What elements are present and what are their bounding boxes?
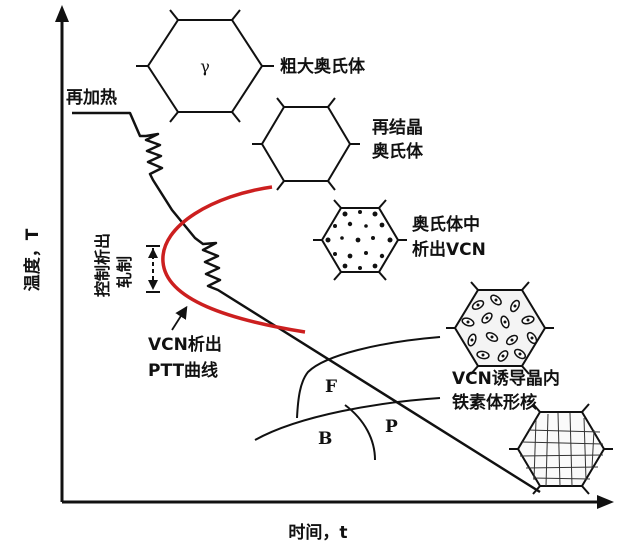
vcn-ferrite-label-line2: 铁素体形核 [452,392,537,413]
bainite-start-curve [254,397,441,441]
bracket-top-arrow-icon [148,248,158,258]
controlled-rolling-col2: 轧制 [115,256,134,288]
ptt-label-line2: PTT曲线 [148,360,218,381]
x-axis-arrow-icon [597,495,614,509]
ptt-label-arrow [171,305,188,331]
coarse-austenite-label: 粗大奥氏体 [280,56,366,77]
recrystallized-austenite-hexagon [252,97,360,191]
vcn-ferrite-label-line1: VCN诱导晶内 [452,368,560,389]
ptt-curve [161,185,306,334]
reheat-label: 再加热 [66,87,117,108]
coarse-austenite-hexagon [136,9,274,123]
process-path [72,111,541,494]
ferrite-start-curve [296,336,441,419]
vcn-precip-label-line2: 析出VCN [412,239,486,260]
pearlite-finish-curve [344,404,376,461]
bracket-bottom-arrow-icon [148,280,158,290]
recrystallized-label-line2: 奥氏体 [372,141,424,162]
y-axis-arrow-icon [55,5,69,22]
gamma-symbol: γ [200,57,210,76]
vcn-precipitation-hexagon [313,199,407,281]
phase-F-label: F [325,377,337,397]
recrystallized-label-line1: 再结晶 [372,117,423,138]
x-axis-label: 时间，t [288,522,347,543]
y-axis-label: 温度，T [22,228,43,291]
ptt-label-line1: VCN析出 [148,334,222,355]
vcn-precip-label-line1: 奥氏体中 [412,214,480,235]
phase-P-label: P [385,417,398,437]
intragranular-ferrite-hexagon [446,281,554,375]
controlled-rolling-col1: 控制析出 [93,233,112,297]
phase-B-label: B [318,429,332,449]
fine-ferrite-hexagon [509,403,613,495]
